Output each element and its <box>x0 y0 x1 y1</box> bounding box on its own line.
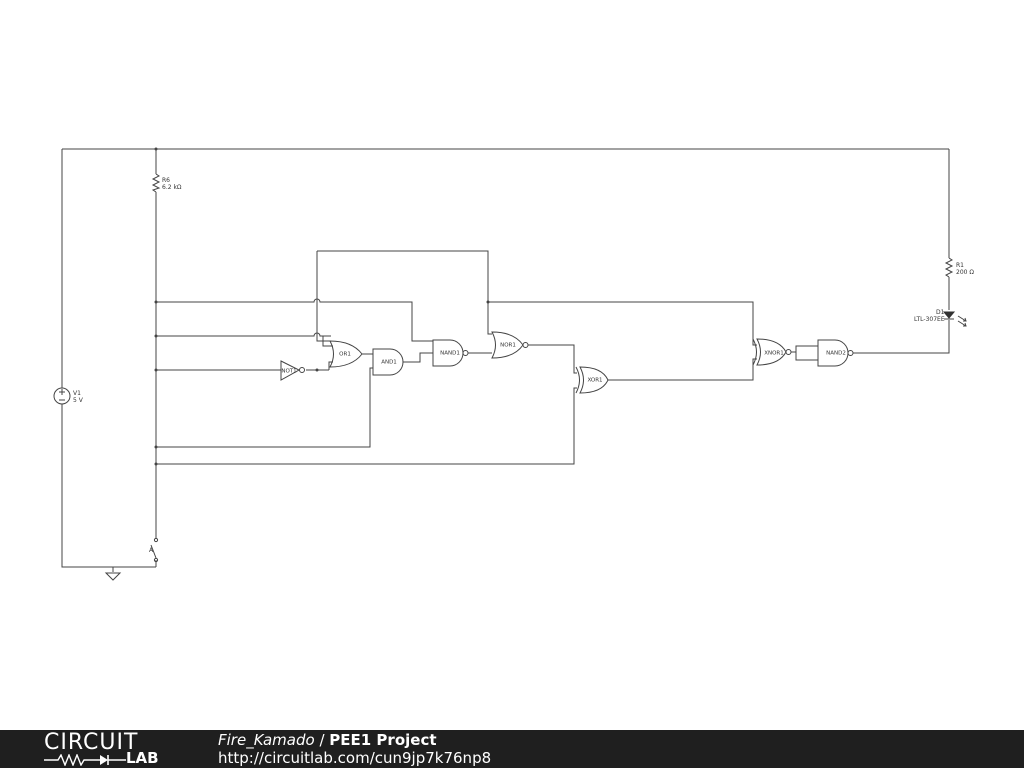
project-title[interactable]: PEE1 Project <box>329 731 437 749</box>
svg-text:NAND1: NAND1 <box>440 351 460 357</box>
svg-text:A: A <box>149 547 154 554</box>
logo-text-lab: LAB <box>126 749 159 767</box>
svg-text:NAND2: NAND2 <box>826 351 846 357</box>
ground-symbol <box>104 572 122 581</box>
svg-text:NOT1: NOT1 <box>281 369 296 375</box>
svg-text:V1: V1 <box>73 390 81 397</box>
voltage-source-v1[interactable]: V1 5 V <box>53 387 84 405</box>
circuit-caption: Fire_Kamado / PEE1 Project http://circui… <box>218 731 491 767</box>
caption-separator: / <box>314 731 330 749</box>
svg-text:5 V: 5 V <box>73 397 84 404</box>
logo-resistor-diode-icon <box>44 754 126 766</box>
wires <box>61 148 950 572</box>
circuitlab-logo[interactable]: CIRCUIT LAB <box>40 731 180 767</box>
circuit-url-link[interactable]: http://circuitlab.com/cun9jp7k76np8 <box>218 749 492 767</box>
and-gate-and1[interactable]: AND1 <box>372 348 404 376</box>
svg-text:R6: R6 <box>162 177 170 184</box>
svg-text:200 Ω: 200 Ω <box>956 269 974 276</box>
logo-text-circuit: CIRCUIT <box>44 730 139 755</box>
led-d1[interactable]: D1 LTL-307EE <box>914 309 967 327</box>
footer-bar: CIRCUIT LAB Fire_Kamado / PEE1 Project h… <box>0 730 1024 768</box>
nand-gate-nand2[interactable]: NAND2 <box>817 339 854 367</box>
not-gate-not1[interactable]: NOT1 <box>280 360 305 381</box>
svg-text:LTL-307EE: LTL-307EE <box>914 316 945 323</box>
svg-text:D1: D1 <box>936 309 945 316</box>
resistor-r1[interactable]: R1 200 Ω <box>944 257 974 278</box>
svg-text:R1: R1 <box>956 262 964 269</box>
svg-text:NOR1: NOR1 <box>500 343 516 349</box>
resistor-r6[interactable]: R6 6.2 kΩ <box>151 173 182 193</box>
svg-text:XNOR1: XNOR1 <box>764 351 784 357</box>
svg-text:OR1: OR1 <box>339 352 351 358</box>
circuit-schematic: V1 5 V R6 6.2 kΩ A R1 200 Ω D1 LTL-307EE… <box>53 147 974 581</box>
svg-text:6.2 kΩ: 6.2 kΩ <box>162 184 182 191</box>
or-gate-or1[interactable]: OR1 <box>322 335 363 370</box>
junctions <box>154 147 490 466</box>
switch-a[interactable]: A <box>149 537 159 563</box>
svg-text:AND1: AND1 <box>381 360 397 366</box>
author-link[interactable]: Fire_Kamado <box>218 731 315 749</box>
nand-gate-nand1[interactable]: NAND1 <box>432 339 469 367</box>
nor-gate-nor1[interactable]: NOR1 <box>491 331 529 359</box>
svg-text:XOR1: XOR1 <box>587 378 602 384</box>
xnor-gate-xnor1[interactable]: XNOR1 <box>752 338 792 366</box>
xor-gate-xor1[interactable]: XOR1 <box>575 366 609 394</box>
